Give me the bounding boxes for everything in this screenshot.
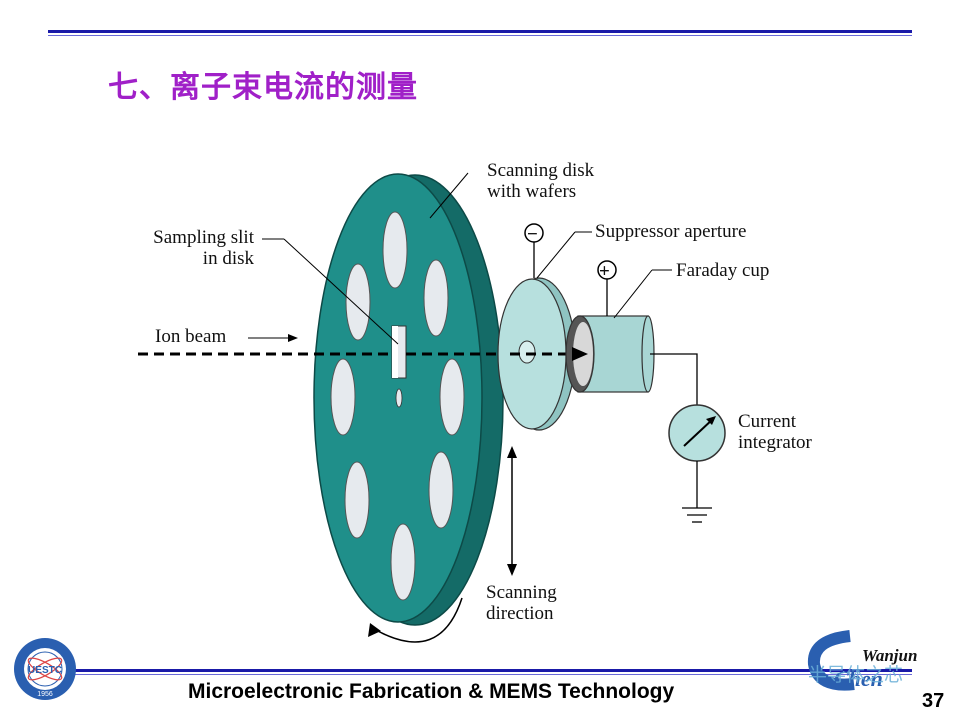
bottom-rule-thin — [48, 674, 912, 675]
footer-course-title: Microelectronic Fabrication & MEMS Techn… — [188, 680, 675, 703]
top-rule — [48, 30, 912, 33]
ground-symbol — [682, 507, 712, 523]
slide-title: 七、离子束电流的测量 — [108, 70, 418, 105]
label-scanning-direction-1: Scanning — [486, 582, 557, 603]
label-suppressor-aperture: Suppressor aperture — [595, 221, 746, 242]
seal-text: UESTC — [28, 665, 62, 676]
wafer — [345, 263, 371, 341]
label-sampling-slit-2: in disk — [203, 248, 255, 269]
label-current-integrator-1: Current — [738, 411, 797, 432]
watermark-text: 半导体之芯 — [808, 664, 904, 686]
wafer — [439, 358, 465, 436]
label-ion-beam: Ion beam — [155, 326, 226, 347]
label-scanning-disk-2: with wafers — [487, 181, 576, 202]
wafer — [382, 211, 408, 289]
logo-chen-text: Chen — [834, 666, 883, 691]
plus-sign: + — [599, 261, 610, 282]
center-hole — [395, 388, 403, 408]
label-faraday-cup: Faraday cup — [676, 260, 769, 281]
rotation-arrow — [375, 597, 463, 643]
label-current-integrator-2: integrator — [738, 432, 813, 453]
integrator-wire — [650, 353, 698, 405]
university-seal-logo: UESTC 1956 — [14, 638, 76, 700]
wafer — [390, 523, 416, 601]
label-scanning-direction-2: direction — [486, 603, 554, 624]
minus-sign: − — [527, 224, 538, 245]
label-scanning-disk-1: Scanning disk — [487, 160, 595, 181]
wafer — [330, 358, 356, 436]
beam-arrowhead — [572, 347, 588, 361]
logo-wanjun-text: Wanjun — [862, 646, 918, 665]
seal-year: 1956 — [37, 691, 53, 698]
chen-wanjun-logo: Chen — [807, 630, 883, 691]
wafer — [423, 259, 449, 337]
page-number: 37 — [922, 690, 945, 712]
label-sampling-slit-1: Sampling slit — [153, 227, 255, 248]
wafers — [330, 211, 465, 601]
wafer — [344, 461, 370, 539]
bottom-rule — [48, 669, 912, 672]
wafer — [428, 451, 454, 529]
top-rule-thin — [48, 35, 912, 36]
